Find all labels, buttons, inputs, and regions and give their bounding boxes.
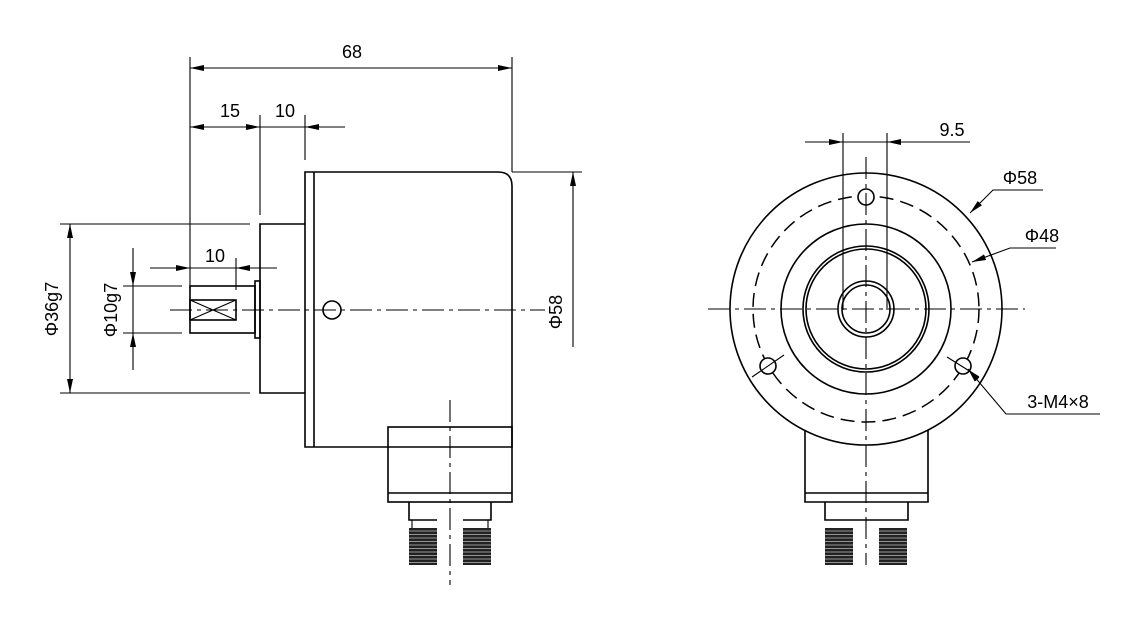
connector-thread-left-front: [825, 528, 853, 565]
dim-shaft-flat-width: 9.5: [939, 120, 964, 140]
connector-thread-right: [463, 528, 491, 565]
connector-base: [408, 502, 492, 521]
connector-thread-left: [409, 528, 437, 565]
connector-thread-right-front: [879, 528, 907, 565]
dim-flange-thickness: 10: [275, 101, 295, 121]
side-view: 68 15 10 10 Φ36g7 Φ10g7 Φ58: [42, 42, 582, 585]
front-view: 9.5 Φ58 Φ48 3-M4×8: [708, 120, 1100, 565]
dim-outer-diameter: Φ58: [1003, 168, 1037, 188]
dim-body-diameter: Φ58: [546, 295, 566, 329]
dim-flange-diameter: Φ36g7: [42, 282, 62, 336]
dim-overall-length: 68: [342, 42, 362, 62]
mounting-hole-right-icon: [954, 357, 972, 375]
dim-shaft-diameter: Φ10g7: [101, 283, 121, 337]
dim-shaft-flat-length: 10: [205, 246, 225, 266]
dim-bolt-circle: Φ48: [1025, 226, 1059, 246]
encoder-body: [304, 171, 513, 448]
flange: [259, 223, 305, 394]
dim-mounting-holes: 3-M4×8: [1027, 392, 1089, 412]
dim-shaft-to-flange: 15: [220, 101, 240, 121]
